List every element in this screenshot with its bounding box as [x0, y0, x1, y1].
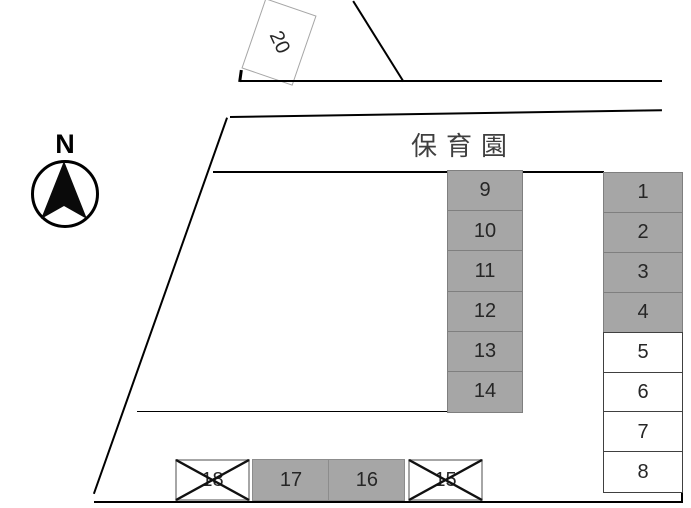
- facility-label: 保育園: [411, 131, 517, 161]
- parking-space-6: 6: [603, 371, 683, 414]
- lot-line-upper-left: [213, 171, 447, 173]
- road-line-top: [241, 79, 662, 83]
- parking-space-11: 11: [447, 250, 523, 293]
- parking-space-label: 7: [637, 420, 649, 443]
- parking-space-9: 9: [447, 170, 523, 212]
- parking-space-label: 5: [637, 340, 649, 363]
- parking-space-label: 13: [473, 340, 497, 363]
- parking-space-label: 1: [637, 181, 649, 204]
- parking-space-12: 12: [447, 290, 523, 333]
- boundary-line-left-diagonal: [92, 117, 228, 495]
- parking-space-label: 10: [473, 219, 497, 242]
- parking-space-15: 15: [408, 459, 483, 501]
- parking-space-label: 3: [637, 261, 649, 284]
- cross-out-icon: [175, 459, 250, 501]
- compass-north-label: N: [55, 129, 75, 159]
- parking-space-label: 2: [637, 221, 649, 244]
- parking-space-18: 18: [175, 459, 250, 501]
- parking-space-1: 1: [603, 172, 683, 214]
- parking-column-right: 1 2 3 4 5 6 7 8: [603, 172, 683, 493]
- road-line-second: [229, 109, 662, 118]
- parking-space-label: 4: [637, 300, 649, 323]
- parking-space-label: 17: [279, 468, 303, 491]
- parking-space-17: 17: [252, 459, 330, 501]
- parking-space-label: 8: [637, 460, 649, 483]
- parking-space-4: 4: [603, 291, 683, 334]
- parking-space-label: 16: [355, 468, 379, 491]
- parking-column-middle: 9 10 11 12 13 14: [447, 170, 523, 413]
- parking-space-label: 20: [264, 27, 295, 57]
- parking-space-16: 16: [328, 459, 406, 501]
- road-line-top-diagonal: [351, 0, 405, 83]
- lot-line-lower: [137, 410, 447, 413]
- parking-space-20: 20: [241, 0, 317, 86]
- parking-space-label: 6: [637, 380, 649, 403]
- parking-space-label: 14: [473, 380, 497, 403]
- parking-space-label: 11: [474, 259, 496, 282]
- parking-space-10: 10: [447, 210, 523, 252]
- parking-space-3: 3: [603, 251, 683, 294]
- compass-icon: [31, 160, 99, 228]
- parking-space-5: 5: [603, 331, 683, 374]
- parking-space-2: 2: [603, 211, 683, 254]
- cross-out-icon: [408, 459, 483, 501]
- parking-space-13: 13: [447, 330, 523, 373]
- parking-space-label: 9: [479, 179, 491, 202]
- parking-space-label: 12: [473, 300, 497, 322]
- boundary-line-bottom: [94, 500, 683, 503]
- parking-space-8: 8: [603, 451, 683, 493]
- boundary-tick-bottom-right: [681, 493, 684, 502]
- parking-space-7: 7: [603, 411, 683, 453]
- lot-line-upper-right: [522, 171, 604, 173]
- parking-space-14: 14: [447, 371, 523, 413]
